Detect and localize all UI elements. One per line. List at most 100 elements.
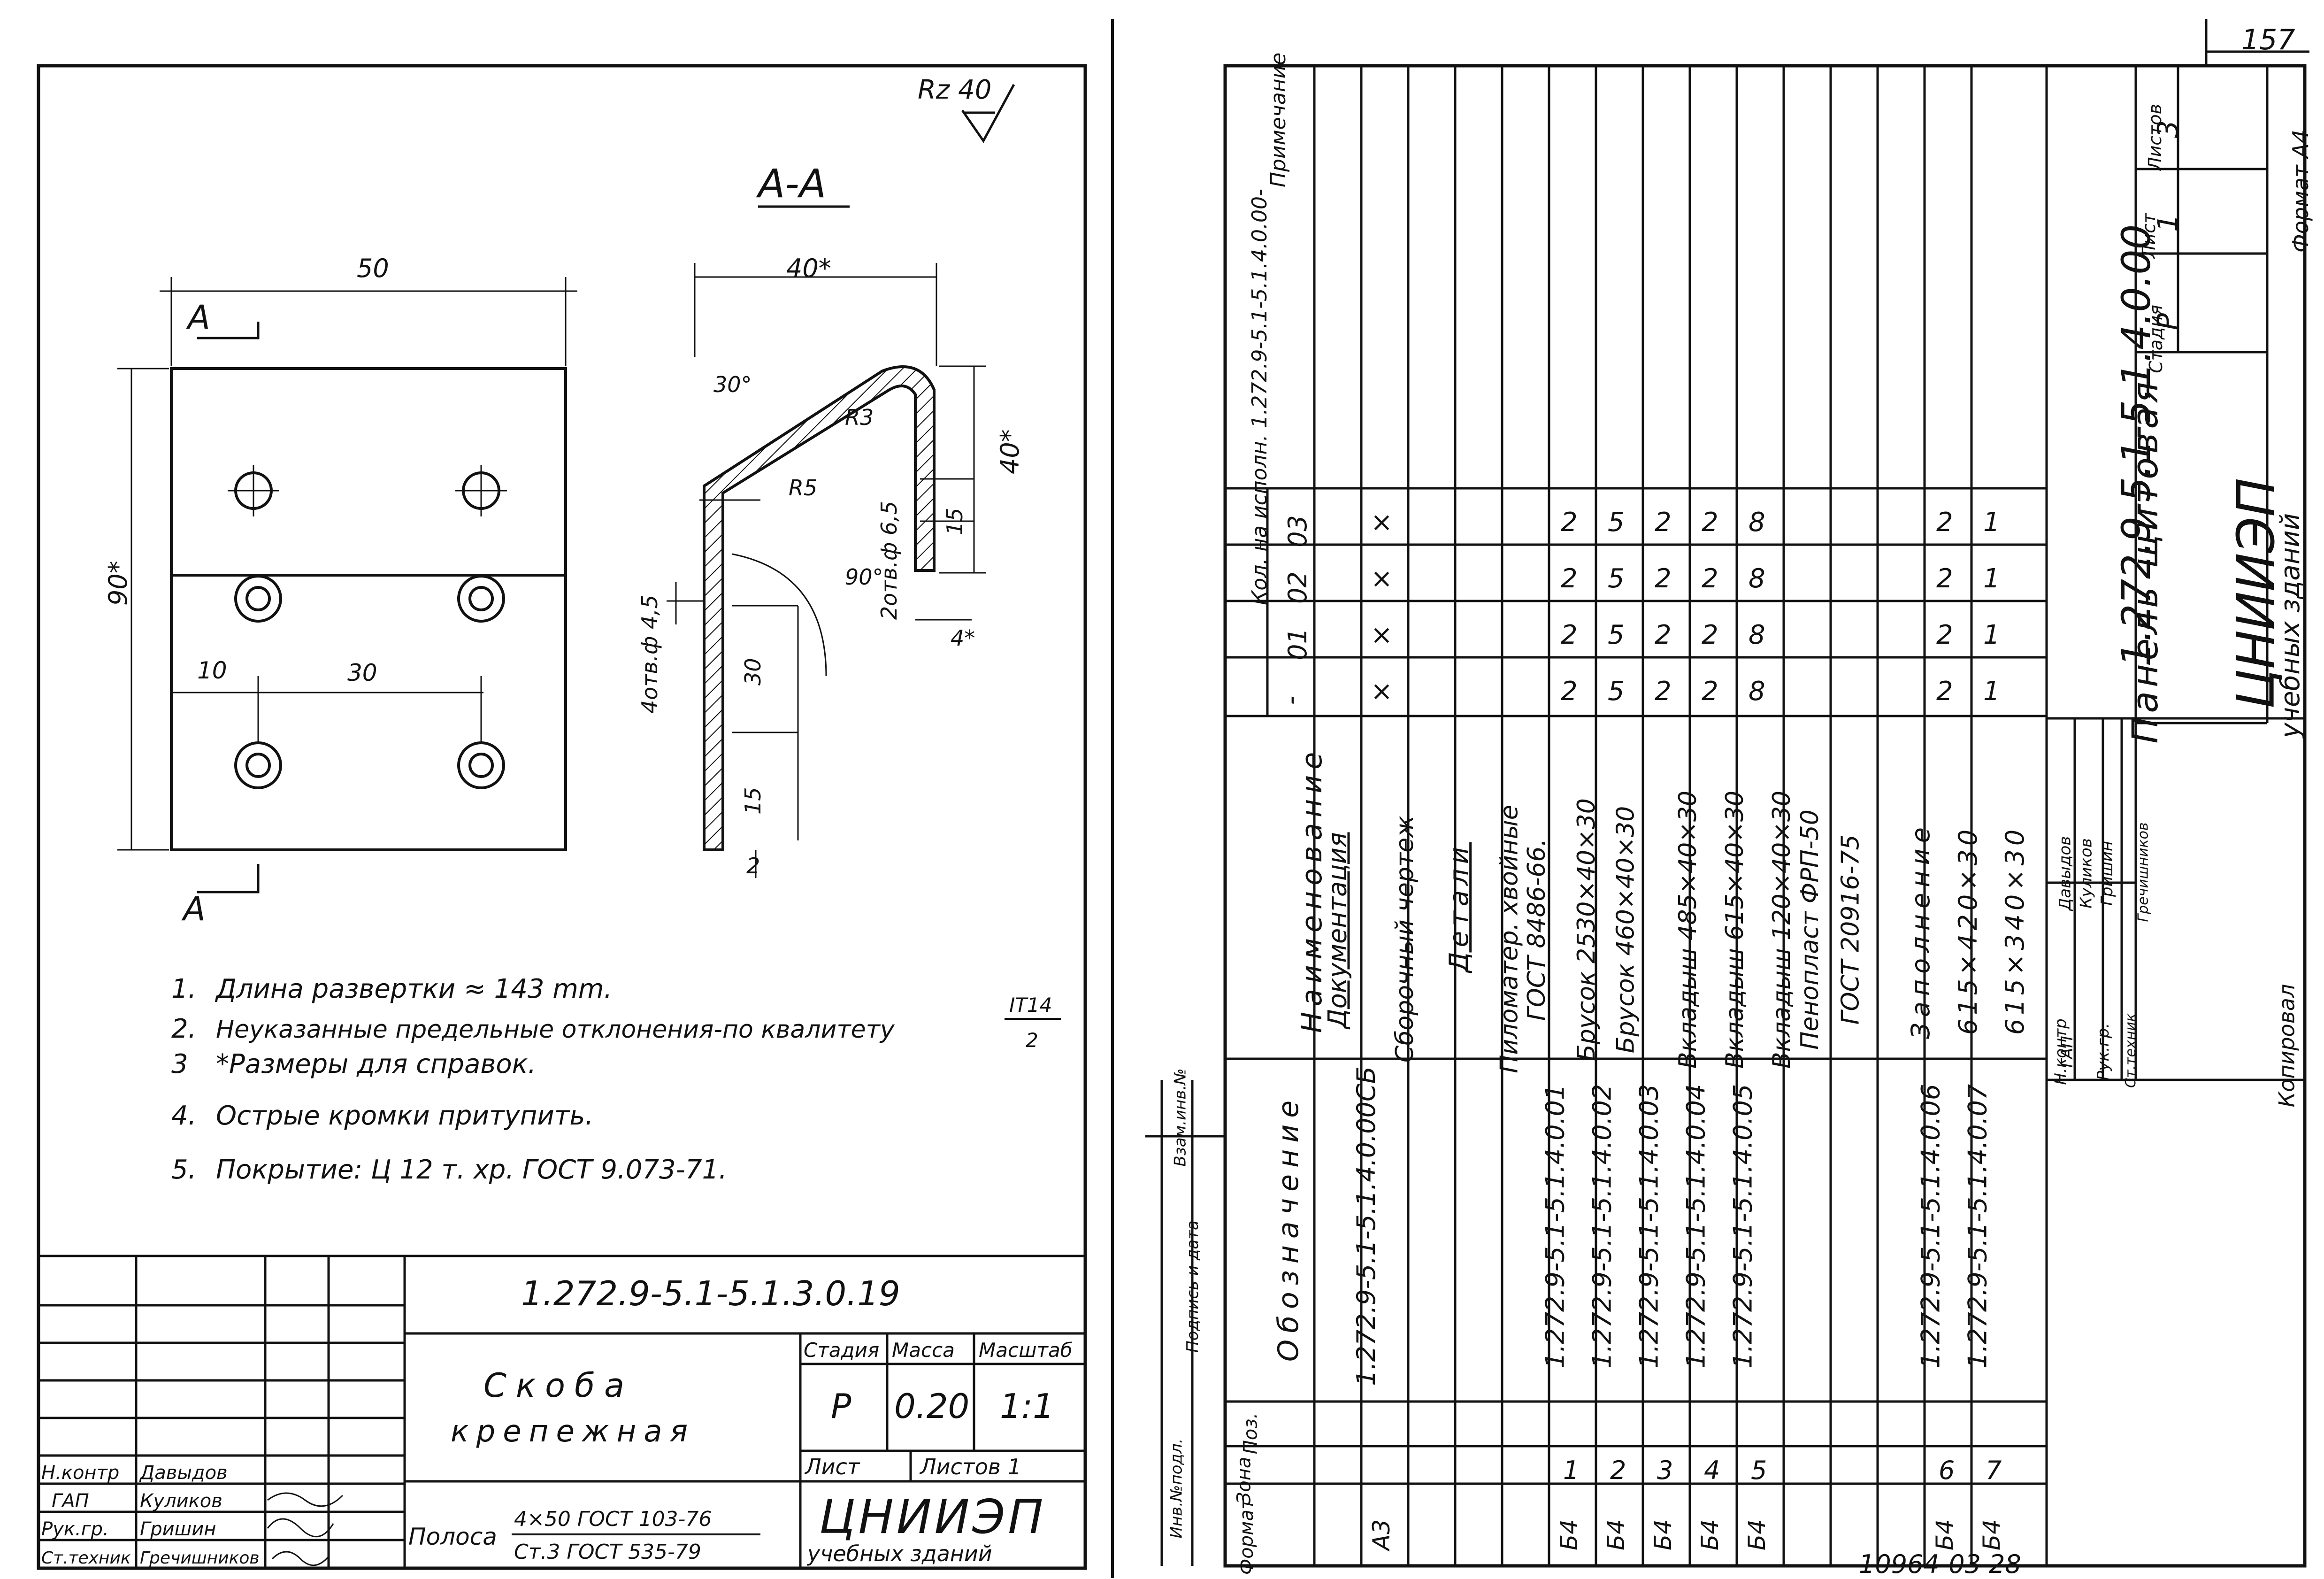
row-format: Б4 (1696, 1519, 1724, 1551)
dim-radius-5: R5 (789, 475, 817, 501)
right-sig-role: Рук.гр. (2094, 1023, 2113, 1081)
header-qty: Кол. на исполн. 1.272.9-5.1-5.1.4.0.00- (1247, 189, 1272, 605)
hole (457, 741, 505, 789)
row-qty: 2 (1655, 563, 1672, 594)
row-format: Б4 (1649, 1519, 1677, 1551)
dim-holes-2: 2отв.ф 6,5 (876, 501, 902, 620)
hole (455, 465, 507, 516)
table-row: Б4 4 1.272.9-5.1-5.1.4.0.04 Вкладыш 615×… (1681, 0, 1749, 1566)
signature-scribble (271, 1551, 330, 1566)
left-mass: 0.20 (894, 1386, 969, 1426)
row-qty: 2 (1561, 507, 1578, 538)
hole (228, 465, 279, 516)
header-zone: Зона (1233, 1456, 1255, 1504)
section-marker-top: А (186, 298, 210, 337)
row-designation: 1.272.9-5.1-5.1.4.0.06 (1916, 1084, 1946, 1369)
table-row: Детали (1408, 0, 1474, 1566)
left-scale: 1:1 (1000, 1386, 1054, 1426)
left-scale-label: Масштаб (979, 1339, 1073, 1362)
note-1-text: Длина развертки ≈ 143 mm. (215, 974, 612, 1004)
dim-hole-spacing: 30 (347, 659, 377, 686)
table-row: Б4 7 1.272.9-5.1-5.1.4.0.07 615×340×30 1… (1963, 0, 2030, 1566)
row-name: Пенопласт ФРП-50 (1795, 809, 1824, 1050)
hole (234, 575, 282, 623)
right-sheet: 1 (2152, 214, 2185, 232)
row-format: Б4 (1556, 1519, 1583, 1551)
hole (234, 741, 282, 789)
row-qty: 1 (1983, 676, 2000, 707)
right-title-block (2047, 66, 2305, 1081)
row-designation: 1.272.9-5.1-5.1.4.0.05 (1728, 1084, 1758, 1369)
table-row: А3 1.272.9-5.1-5.1.4.0.00СБ Сборочный че… (1351, 0, 1419, 1566)
right-format: Формат А4 (2287, 130, 2313, 253)
section-view (667, 263, 986, 878)
dim-30: 30 (740, 658, 766, 686)
row-qty: 2 (1702, 563, 1718, 594)
row-designation: 1.272.9-5.1-5.1.4.0.02 (1587, 1084, 1617, 1369)
row-designation: 1.272.9-5.1-5.1.4.0.07 (1963, 1084, 1993, 1369)
row-qty: 1 (1983, 507, 2000, 538)
row-qty: 1 (1983, 563, 2000, 594)
row-qty: × (1371, 563, 1393, 594)
left-org: ЦНИИЭП (819, 1489, 1046, 1544)
right-part-name: Панель щитовая (2124, 378, 2166, 744)
row-qty: 2 (1655, 620, 1672, 650)
side-label-replace: Взам.инв.№ (1171, 1068, 1190, 1167)
row-qty: × (1371, 676, 1393, 707)
table-row: Б4 6 1.272.9-5.1-5.1.4.0.06 615×420×30 2… (1916, 0, 1983, 1566)
header-designation: Обозначение (1272, 1094, 1305, 1362)
left-sheet-label: Лист (804, 1454, 860, 1479)
dim-plate-width: 50 (357, 254, 389, 283)
left-sheet-frame (37, 19, 1114, 1578)
row-format: А3 (1368, 1519, 1396, 1551)
section-title: А-А (756, 161, 826, 207)
roughness-mark: Rz 40 (918, 75, 1015, 143)
left-title-block (38, 1255, 1085, 1568)
row-format: Б4 (1931, 1519, 1959, 1551)
page-number: 157 (2241, 23, 2295, 56)
row-qty: 2 (1655, 676, 1672, 707)
row-qty: × (1371, 620, 1393, 650)
footer-stamp: 10964-03 28 (1859, 1549, 2021, 1579)
header-note: Примечание (1266, 52, 1291, 188)
header-qty-col-0: - (1276, 695, 1306, 705)
dim-4: 4* (951, 625, 975, 651)
row-qty: 8 (1749, 676, 1765, 707)
right-sig-name: Давыдов (2056, 836, 2075, 911)
row-qty: 5 (1608, 620, 1625, 650)
row-name: Брусок 460×40×30 (1611, 806, 1640, 1054)
dim-2: 2 (746, 853, 760, 878)
row-qty: 2 (1936, 620, 1953, 650)
table-row: Б4 5 1.272.9-5.1-5.1.4.0.05 Вкладыш 120×… (1728, 0, 1796, 1566)
row-pos: 1 (1563, 1456, 1580, 1485)
right-sig-name: Гречишников (2135, 822, 2152, 922)
sig-name: Куликов (140, 1490, 222, 1512)
header-qty-col-1: 01 (1282, 628, 1312, 660)
left-material-prefix: Полоса (408, 1523, 497, 1550)
row-name: 615×340×30 (2000, 825, 2030, 1035)
sig-role: Н.контр (41, 1462, 119, 1484)
note-2-fraction-bottom: 2 (1026, 1029, 1038, 1052)
plate-view (117, 277, 577, 893)
dim-section-height: 40* (995, 429, 1025, 474)
notes: 1. Длина развертки ≈ 143 mm. 2. Неуказан… (171, 974, 1061, 1185)
row-qty: 8 (1749, 507, 1765, 538)
row-qty: 1 (1983, 620, 2000, 650)
row-qty: 8 (1749, 563, 1765, 594)
left-signatures: Н.контр Давыдов ГАП Куликов Рук.гр. Гриш… (41, 1462, 344, 1568)
row-qty: 2 (1702, 507, 1718, 538)
row-qty: 8 (1749, 620, 1765, 650)
dim-hole-edge: 10 (197, 657, 227, 684)
table-row: Б4 1 1.272.9-5.1-5.1.4.0.01 Брусок 2530×… (1540, 0, 1600, 1566)
left-material-top: 4×50 ГОСТ 103-76 (514, 1507, 712, 1531)
sig-name: Гришин (140, 1518, 216, 1540)
header-qty-col-3: 03 (1282, 515, 1312, 547)
row-pos: 5 (1751, 1456, 1767, 1485)
table-row: Пенопласт ФРП-50 (1784, 0, 1831, 1566)
row-format: Б4 (1978, 1519, 2006, 1551)
row-pos: 4 (1704, 1456, 1720, 1485)
note-4-text: Острые кромки притупить. (216, 1101, 593, 1131)
row-qty: × (1371, 507, 1393, 538)
